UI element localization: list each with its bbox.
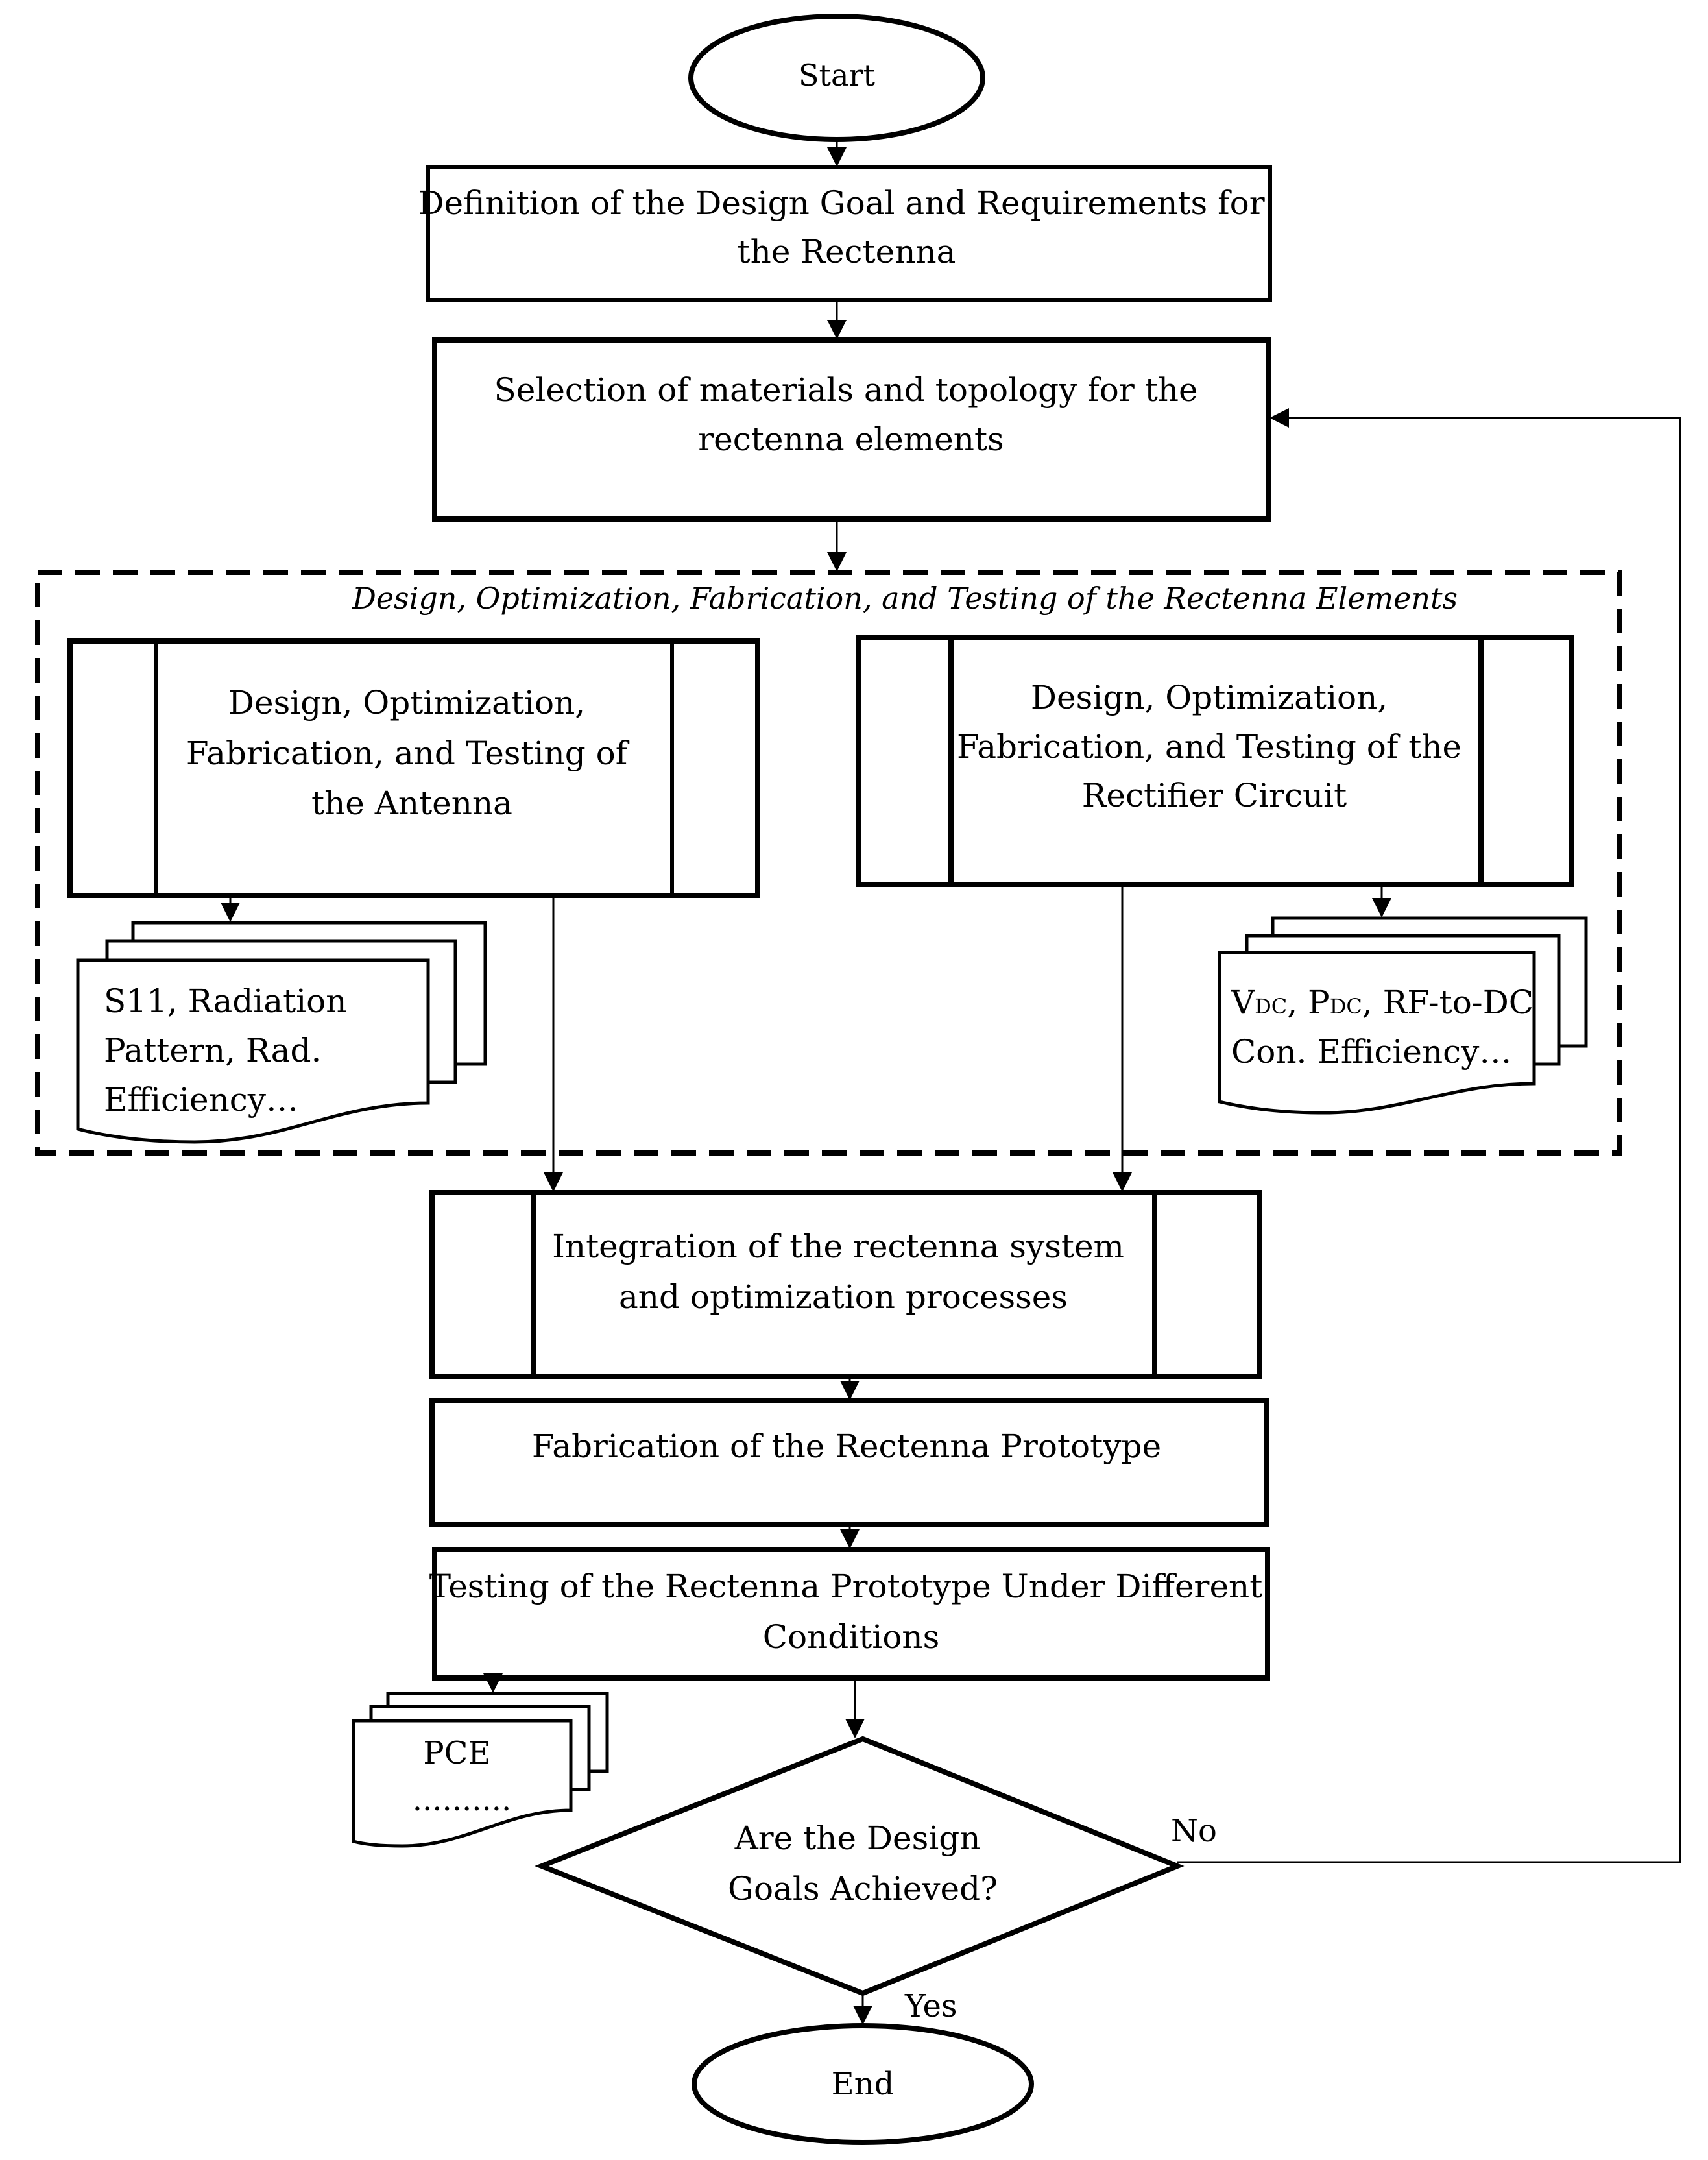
testing-box [432,1547,1270,1681]
antenna-outputs-multidocument [76,921,487,1144]
yes-edge-label: Yes [904,1988,957,2024]
end-label: End [832,2066,895,2102]
definition-label: Definition of the Design Goal and Requir… [418,184,1275,271]
elements-group-dashed-border [35,570,1622,1156]
decision-label: Are the Design Goals Achieved? [728,1819,998,1908]
no-edge-label: No [1171,1813,1217,1849]
selection-label: Selection of materials and topology for … [494,371,1208,458]
test-outputs-label: PCE .......... [413,1735,512,1818]
rectifier-outputs-line2: Con. Efficiency… [1231,1033,1511,1071]
rectifier-outputs-multidocument [1218,916,1588,1115]
selection-box [432,337,1271,522]
end-terminal [692,2023,1034,2145]
rectifier-process-box [856,635,1574,887]
antenna-process-label: Design, Optimization, Fabrication, and T… [186,684,638,822]
fabrication-label: Fabrication of the Rectenna Prototype [532,1427,1161,1465]
elements-group-title: Design, Optimization, Fabrication, and T… [352,581,1458,616]
antenna-outputs-label: S11, Radiation Pattern, Rad. Efficiency… [104,982,357,1119]
integration-process-box [429,1190,1262,1379]
arrow-decision-no-loop [1177,408,1681,1863]
test-outputs-multidocument [352,1692,609,1848]
rectifier-outputs-line1: VDC, PDC, RF-to-DC [1231,984,1534,1021]
definition-box [426,165,1272,302]
rectifier-process-label: Design, Optimization, Fabrication, and T… [957,679,1472,814]
start-label: Start [799,58,875,93]
decision-diamond [535,1736,1185,1996]
testing-label: Testing of the Rectenna Prototype Under … [429,1568,1273,1656]
integration-process-label: Integration of the rectenna system and o… [552,1228,1135,1316]
antenna-process-box [67,638,760,898]
